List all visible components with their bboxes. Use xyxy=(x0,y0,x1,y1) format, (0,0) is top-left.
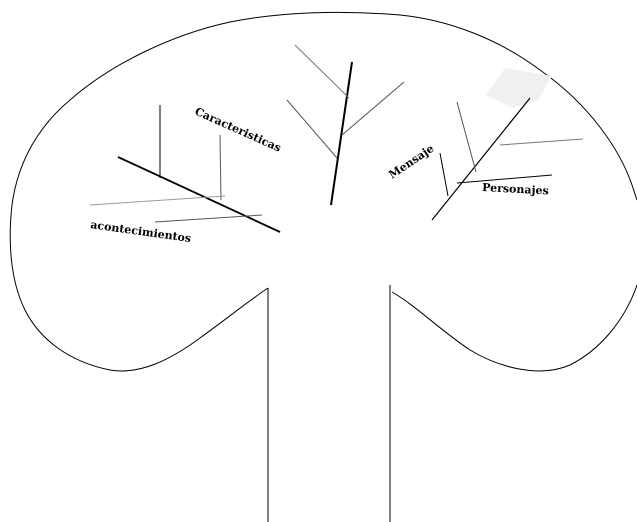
left-branch xyxy=(90,105,280,232)
left-branch-twig-lower xyxy=(155,215,262,222)
right-branch-twig-mensaje xyxy=(440,153,448,196)
right-branch-main xyxy=(432,98,530,220)
label-personajes: Personajes xyxy=(482,181,549,197)
label-acontecimientos: acontecimientos xyxy=(90,218,192,245)
center-branch-twig-top-left xyxy=(295,45,349,98)
center-branch xyxy=(287,45,404,205)
right-branch xyxy=(432,98,583,220)
right-branch-twig-left xyxy=(457,102,476,172)
left-branch-main xyxy=(118,157,280,232)
center-branch-twig-left xyxy=(287,100,337,158)
label-mensaje: Mensaje xyxy=(386,142,436,182)
highlight-patch xyxy=(486,68,552,108)
center-branch-twig-right xyxy=(342,82,404,135)
label-caracteristicas: Caracteristicas xyxy=(193,105,283,155)
left-branch-twig-upper xyxy=(90,196,225,205)
right-branch-twig-upper xyxy=(500,139,583,145)
left-branch-twig-caracteristicas xyxy=(220,135,221,200)
